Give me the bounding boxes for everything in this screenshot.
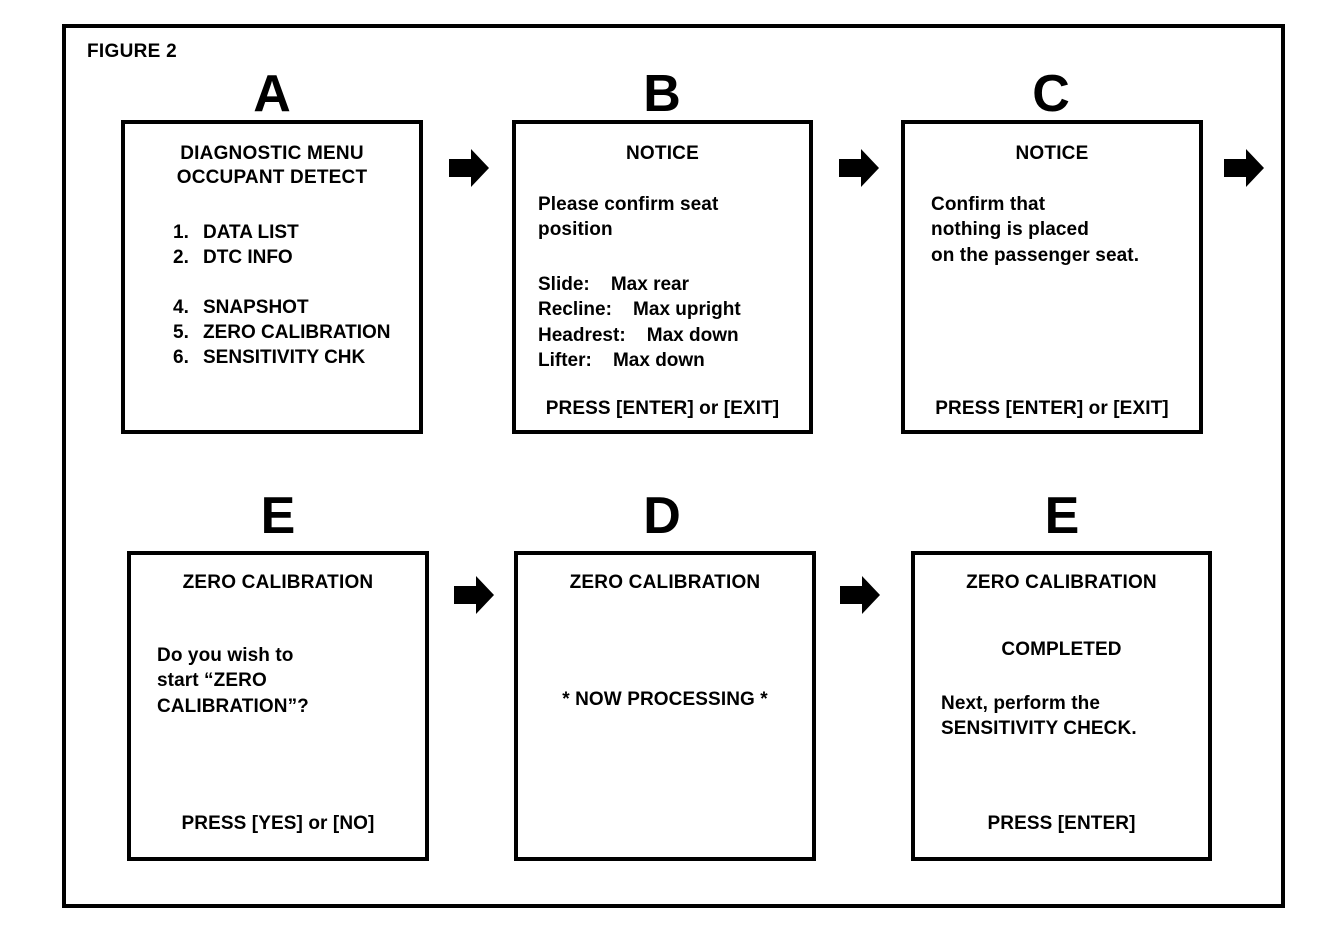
seat-setting-name: Slide:: [538, 274, 590, 295]
flow-arrow-d-to-e: [838, 573, 882, 617]
panel-e-completed-body: Next, perform the SENSITIVITY CHECK.: [941, 693, 1137, 740]
panel-c-body: Confirm that nothing is placed on the pa…: [931, 194, 1140, 266]
menu-item-number: 4.: [173, 297, 189, 319]
figure-caption: FIGURE 2: [87, 41, 178, 62]
menu-item-zero-calibration[interactable]: 5. ZERO CALIBRATION: [173, 320, 391, 345]
panel-b-notice-seat-position[interactable]: NOTICE Please confirm seat position Slid…: [512, 120, 813, 434]
seat-setting-value: Max down: [646, 324, 739, 346]
menu-item-dtc-info[interactable]: 2. DTC INFO: [173, 245, 391, 270]
seat-setting-slide: Slide: Max rear: [538, 272, 741, 297]
seat-setting-lifter: Lifter: Max down: [538, 348, 741, 373]
seat-setting-recline: Recline: Max upright: [538, 297, 741, 322]
panel-a-title-line2: OCCUPANT DETECT: [176, 166, 368, 188]
panel-e-completed-status: COMPLETED: [1001, 639, 1122, 660]
panel-e-zero-calibration-confirm[interactable]: ZERO CALIBRATION Do you wish to start “Z…: [127, 551, 429, 861]
panel-c-title: NOTICE: [1015, 143, 1089, 164]
menu-item-label: SNAPSHOT: [203, 297, 309, 319]
menu-item-number: 5.: [173, 322, 189, 344]
menu-item-number: 1.: [173, 222, 189, 243]
menu-item-data-list[interactable]: 1. DATA LIST: [173, 220, 391, 245]
step-letter-d: D: [643, 487, 681, 545]
step-letter-c: C: [1032, 65, 1070, 123]
panel-a-diagnostic-menu[interactable]: DIAGNOSTIC MENU OCCUPANT DETECT 1. DATA …: [121, 120, 423, 434]
panel-b-footer-prompt: PRESS [ENTER] or [EXIT]: [545, 398, 780, 419]
menu-item-number: 2.: [173, 247, 189, 269]
panel-d-status-message: * NOW PROCESSING *: [562, 689, 768, 710]
flow-arrow-c-to-next-row: [1222, 146, 1266, 190]
menu-item-label: SENSITIVITY CHK: [203, 347, 366, 369]
seat-setting-value: Max upright: [633, 299, 741, 321]
panel-e-confirm-body: Do you wish to start “ZERO CALIBRATION”?: [157, 645, 309, 717]
panel-e-confirm-title: ZERO CALIBRATION: [182, 572, 374, 593]
panel-d-title: ZERO CALIBRATION: [569, 572, 761, 593]
step-letter-a: A: [253, 65, 291, 123]
seat-setting-name: Lifter:: [538, 349, 592, 371]
menu-item-label: DTC INFO: [203, 247, 293, 269]
step-letter-e-confirm: E: [260, 487, 296, 545]
flow-arrow-b-to-c: [837, 146, 881, 190]
seat-setting-name: Headrest:: [538, 324, 626, 346]
flow-arrow-a-to-b: [447, 146, 491, 190]
panel-e-completed-footer-prompt: PRESS [ENTER]: [987, 813, 1136, 834]
menu-gap: [173, 270, 391, 295]
panel-e-zero-calibration-completed[interactable]: ZERO CALIBRATION COMPLETED Next, perform…: [911, 551, 1212, 861]
step-letter-e-completed: E: [1044, 487, 1080, 545]
menu-item-snapshot[interactable]: 4. SNAPSHOT: [173, 295, 391, 320]
seat-setting-value: Max down: [612, 349, 705, 371]
panel-d-zero-calibration-processing[interactable]: ZERO CALIBRATION * NOW PROCESSING *: [514, 551, 816, 861]
seat-setting-name: Recline:: [538, 299, 612, 321]
menu-item-number: 6.: [173, 347, 189, 369]
panel-a-title: DIAGNOSTIC MENU OCCUPANT DETECT: [125, 142, 419, 190]
menu-item-label: ZERO CALIBRATION: [203, 322, 391, 344]
panel-a-title-line1: DIAGNOSTIC MENU: [180, 143, 364, 164]
panel-c-notice-empty-seat[interactable]: NOTICE Confirm that nothing is placed on…: [901, 120, 1203, 434]
panel-c-footer-prompt: PRESS [ENTER] or [EXIT]: [935, 398, 1169, 419]
seat-setting-headrest: Headrest: Max down: [538, 323, 741, 348]
flow-arrow-e-to-d: [452, 573, 496, 617]
seat-setting-value: Max rear: [610, 274, 690, 295]
panel-b-title: NOTICE: [626, 143, 699, 164]
panel-e-confirm-footer-prompt: PRESS [YES] or [NO]: [181, 813, 375, 834]
panel-b-seat-settings: Slide: Max rear Recline: Max upright Hea…: [538, 272, 741, 373]
panel-a-menu-list: 1. DATA LIST 2. DTC INFO 4. SNAPSHOT 5. …: [173, 220, 391, 370]
menu-item-label: DATA LIST: [203, 222, 299, 243]
panel-b-body: Please confirm seat position: [538, 194, 719, 241]
panel-e-completed-title: ZERO CALIBRATION: [966, 572, 1157, 593]
step-letter-b: B: [643, 65, 681, 123]
menu-item-sensitivity-chk[interactable]: 6. SENSITIVITY CHK: [173, 345, 391, 370]
